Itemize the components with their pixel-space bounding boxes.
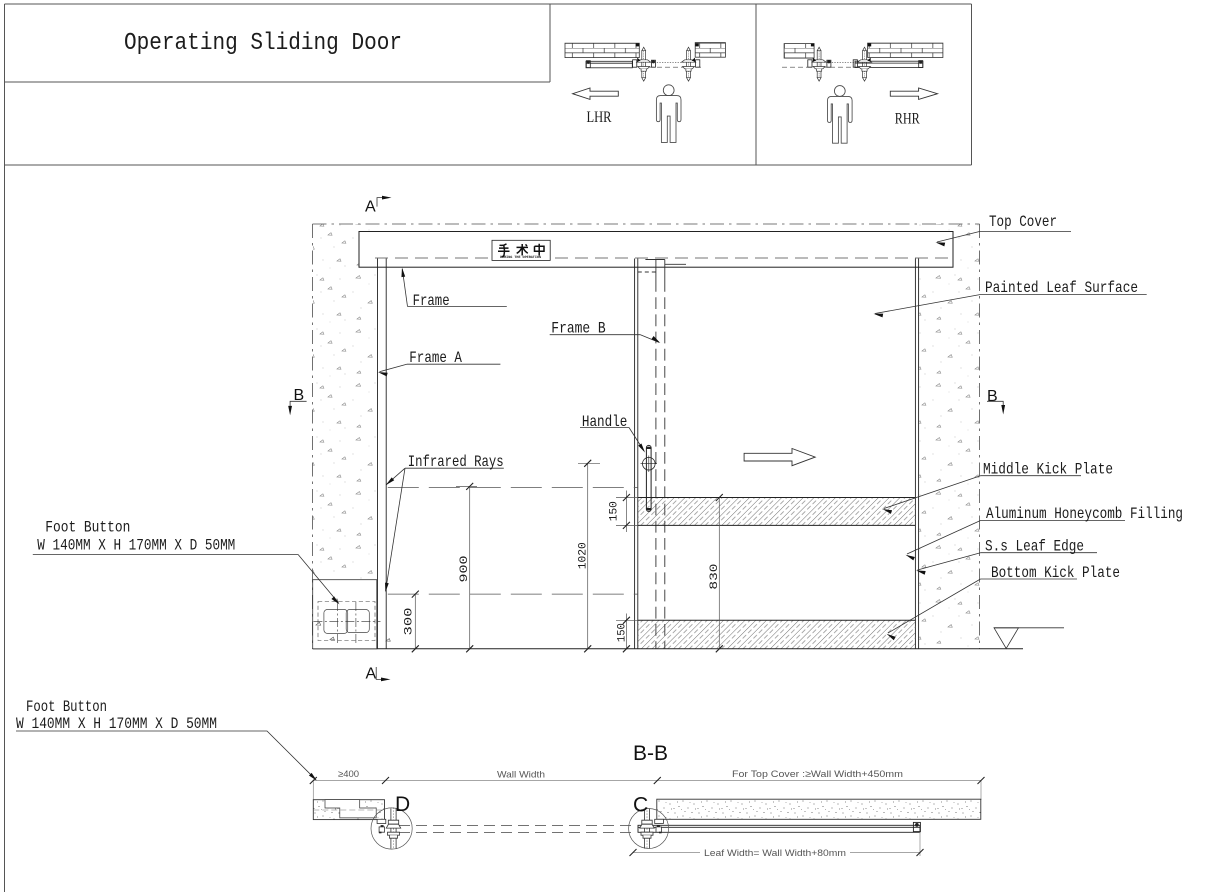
svg-text:RHR: RHR: [895, 110, 920, 127]
svg-text:Foot Button: Foot Button: [45, 519, 130, 537]
svg-text:B: B: [987, 388, 998, 405]
svg-text:Painted Leaf Surface: Painted Leaf Surface: [985, 279, 1138, 297]
svg-text:Operating Sliding Door: Operating Sliding Door: [124, 30, 402, 57]
svg-text:LHR: LHR: [587, 109, 612, 126]
svg-text:Wall Width: Wall Width: [497, 770, 545, 781]
svg-text:Infrared Rays: Infrared Rays: [408, 453, 504, 471]
svg-text:Top Cover: Top Cover: [989, 213, 1057, 231]
svg-text:Frame: Frame: [413, 292, 450, 310]
svg-text:150: 150: [617, 623, 629, 642]
svg-text:S.s Leaf Edge: S.s Leaf Edge: [985, 538, 1084, 556]
svg-text:Handle: Handle: [582, 413, 628, 431]
svg-text:300: 300: [404, 608, 416, 636]
svg-text:Frame A: Frame A: [409, 349, 462, 367]
svg-text:Aluminum Honeycomb Filling: Aluminum Honeycomb Filling: [986, 505, 1183, 523]
svg-text:900: 900: [459, 556, 471, 583]
svg-text:B: B: [294, 387, 305, 404]
svg-text:A: A: [365, 199, 376, 216]
svg-text:Middle Kick Plate: Middle Kick Plate: [983, 461, 1113, 479]
svg-text:DURING THE OPERATION: DURING THE OPERATION: [500, 255, 541, 260]
svg-text:Frame B: Frame B: [551, 320, 605, 338]
svg-text:D: D: [395, 793, 410, 816]
svg-text:A: A: [366, 665, 377, 682]
svg-text:1020: 1020: [578, 542, 590, 569]
svg-text:150: 150: [609, 501, 621, 521]
svg-text:For Top Cover :≥Wall Width+450: For Top Cover :≥Wall Width+450mm: [732, 769, 903, 780]
svg-text:C: C: [633, 794, 648, 817]
svg-text:W 140MM X H 170MM X D 50MM: W 140MM X H 170MM X D 50MM: [16, 715, 217, 733]
svg-text:W 140MM X H 170MM X D 50MM: W 140MM X H 170MM X D 50MM: [37, 537, 235, 555]
svg-text:830: 830: [709, 564, 721, 590]
svg-text:B-B: B-B: [633, 742, 668, 765]
svg-text:Foot Button: Foot Button: [26, 698, 107, 716]
svg-text:≥400: ≥400: [338, 769, 359, 780]
svg-text:Leaf Width= Wall Width+80mm: Leaf Width= Wall Width+80mm: [704, 848, 846, 859]
svg-text:Bottom Kick Plate: Bottom Kick Plate: [991, 564, 1120, 582]
